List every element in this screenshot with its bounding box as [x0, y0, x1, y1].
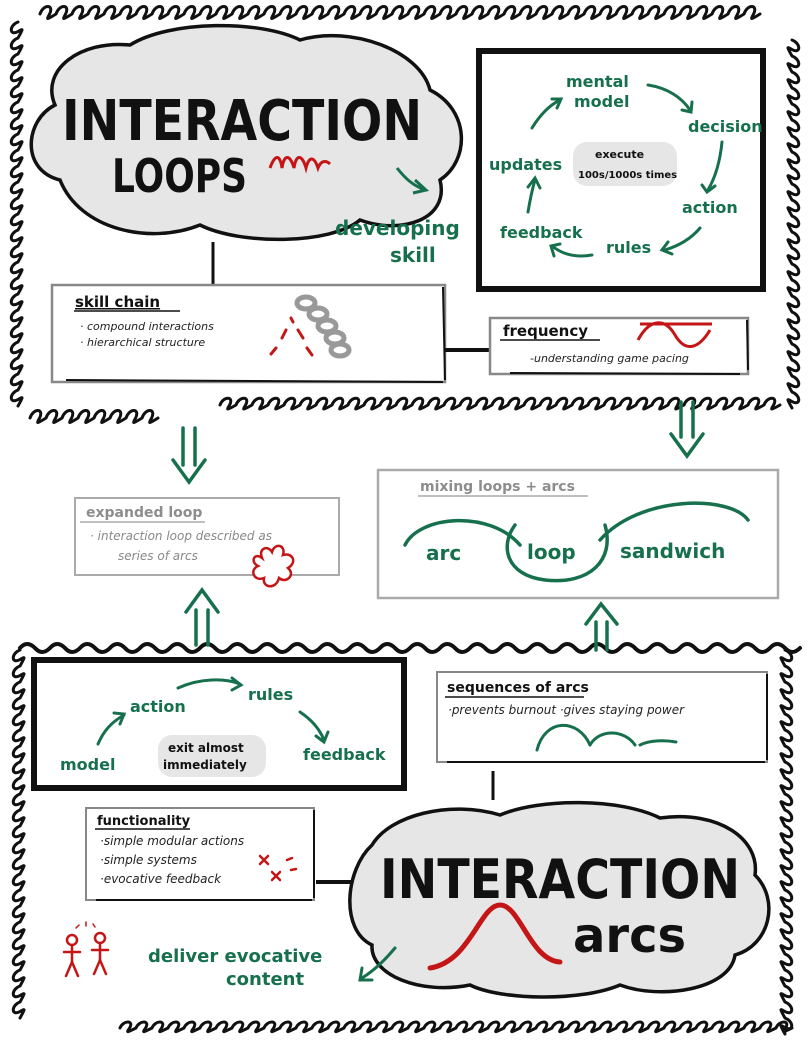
splat-icon [252, 544, 295, 588]
sequences-title: sequences of arcs [447, 680, 589, 696]
cycle-mental-line1: mental [566, 72, 629, 91]
loop-squiggle-icon [268, 156, 332, 174]
arcs-title-cloud [348, 800, 771, 999]
cycle-action: action [682, 198, 738, 217]
expanded-loop-title: expanded loop [86, 505, 202, 521]
frequency-box [488, 316, 750, 376]
functionality-box [85, 807, 315, 901]
wave-icon [636, 321, 712, 348]
frequency-item: -understanding game pacing [530, 352, 689, 365]
arc-action: action [130, 697, 186, 716]
expanded-loop-line1: · interaction loop described as [90, 529, 272, 543]
curly-border-segment [786, 38, 801, 410]
cycle-rules: rules [606, 238, 651, 257]
functionality-title: functionality [97, 814, 191, 829]
functionality-item-0: ·simple modular actions [100, 834, 244, 848]
wavy-divider [18, 642, 802, 654]
skill-chain-item-0: · compound interactions [80, 320, 214, 333]
sequence-arcs-icon [535, 723, 678, 752]
arcs-title-line1: INTERACTION [380, 848, 740, 911]
curly-border-segment [779, 648, 794, 1036]
expanded-loop-line2: series of arcs [118, 549, 198, 563]
curly-border-segment [38, 5, 762, 20]
cycle-mental-line2: model [574, 92, 629, 111]
mixing-sandwich: sandwich [620, 539, 725, 563]
hierarchy-icon [269, 316, 314, 357]
mixing-loop: loop [527, 540, 576, 564]
deliver-line1: deliver evocative [148, 946, 322, 967]
mixing-arcs-icon [403, 501, 750, 583]
developing-skill-line1: developing [335, 216, 460, 240]
loops-title-cloud [29, 23, 463, 242]
double-arrow-down-icon [669, 400, 705, 459]
curly-border [9, 5, 802, 1036]
chain-link-icon [294, 294, 352, 359]
arc-center-line1: exit almost [168, 741, 244, 755]
cycle-center-line2: 100s/1000s times [578, 170, 677, 181]
arc-feedback: feedback [303, 745, 386, 764]
stick-figures-icon [62, 921, 110, 978]
functionality-item-2: ·evocative feedback [100, 872, 222, 886]
arc-cycle-arrow-icon [96, 676, 330, 746]
deliver-line2: content [226, 969, 304, 990]
arc-center-pill [158, 735, 266, 777]
arc-center-line2: immediately [163, 758, 247, 772]
double-arrow-up-icon [184, 587, 220, 647]
skill-chain-title: skill chain [75, 293, 160, 311]
loops-title-line1: INTERACTION [62, 89, 422, 154]
expanded-loop-box [74, 497, 340, 576]
loops-title-line2: LOOPS [112, 149, 247, 203]
curly-border-segment [118, 1020, 794, 1034]
bell-curve-icon [427, 902, 563, 971]
sparkle-icon [258, 854, 298, 882]
mixing-title: mixing loops + arcs [420, 479, 575, 495]
curly-border-segment [9, 20, 24, 408]
cycle-center-line1: execute [595, 148, 644, 161]
deliver-arrow-icon [358, 946, 397, 982]
arc-rules: rules [248, 685, 293, 704]
cycle-center-pill [573, 142, 677, 186]
double-arrow-up-icon [584, 601, 619, 652]
cycle-arrow-icon [526, 83, 724, 258]
skill-chain-item-1: · hierarchical structure [80, 336, 205, 349]
sequences-item: ·prevents burnout ·gives staying power [448, 703, 685, 717]
curly-border-segment [218, 396, 782, 411]
arcs-title-line2: arcs [573, 908, 686, 964]
skill-chain-box [50, 283, 447, 384]
arc-model: model [60, 755, 115, 774]
cycle-decision: decision [688, 117, 763, 136]
frequency-title: frequency [503, 322, 588, 340]
developing-skill-line2: skill [390, 243, 436, 267]
mixing-arc: arc [426, 541, 461, 565]
cycle-feedback: feedback [500, 223, 583, 242]
double-arrow-down-icon [171, 426, 207, 485]
developing-skill-arrow-icon [395, 167, 430, 195]
curly-border-segment [11, 648, 26, 1020]
cycle-updates: updates [489, 155, 562, 174]
functionality-item-1: ·simple systems [100, 853, 197, 867]
curly-border-segment [28, 409, 160, 424]
